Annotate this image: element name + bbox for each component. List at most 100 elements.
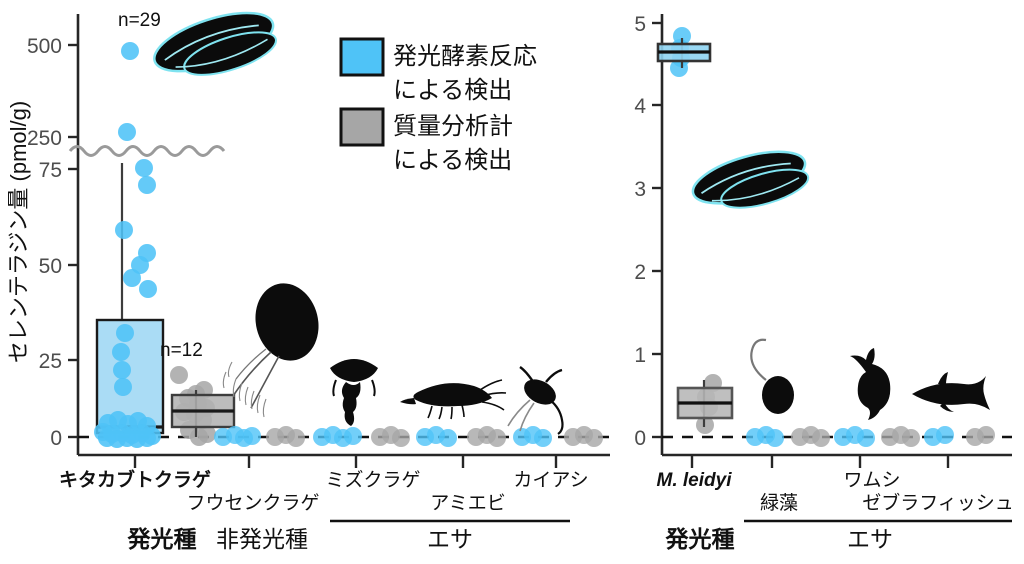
data-point [121, 42, 139, 60]
data-point [670, 59, 688, 77]
right-y-ticks: 5 4 3 2 1 0 [634, 13, 662, 450]
silhouette-mysid-shrimp [400, 379, 507, 420]
right-gray-box-mleidyi [676, 380, 734, 427]
zero-cluster-gray [564, 426, 603, 447]
silhouette-moon-jellyfish [330, 359, 378, 426]
data-point [439, 429, 457, 447]
silhouette-green-alga [750, 338, 794, 414]
data-point [902, 429, 920, 447]
data-point [198, 425, 216, 443]
data-point [170, 366, 188, 384]
x-label-wamushi: ワムシ [843, 470, 900, 491]
silhouette-comb-jelly-lobate [153, 11, 277, 76]
data-point [139, 280, 157, 298]
legend-label-gray-line1: 質量分析計 [393, 113, 513, 140]
data-point [114, 378, 132, 396]
tick-label-250: 250 [27, 127, 62, 150]
legend-label-blue-line1: 発光酵素反応 [393, 43, 537, 70]
data-point [138, 176, 156, 194]
x-label-amiebi: アミエビ [430, 492, 506, 514]
tick-label-75: 75 [39, 159, 62, 182]
tick-label-50: 50 [39, 255, 62, 278]
data-point [977, 426, 995, 444]
right-zero-clusters [746, 426, 995, 447]
zero-cluster-gray [966, 426, 995, 446]
group-label-esa: エサ [847, 526, 893, 552]
tick-label-1: 1 [634, 344, 646, 367]
x-label-ryokusou: 緑藻 [760, 492, 798, 514]
left-blue-points-kitakabuto [94, 42, 161, 448]
legend-swatch-blue[interactable] [339, 37, 385, 77]
silhouette-copepod [507, 366, 564, 435]
x-label-kaiashi: カイアシ [513, 470, 588, 491]
data-point [123, 269, 141, 287]
zero-cluster-gray [266, 426, 305, 447]
data-point [488, 429, 506, 447]
y-axis-title: セレンテラジン量 (pmol/g) [6, 101, 31, 363]
data-point [118, 123, 136, 141]
data-point [243, 427, 261, 445]
tick-label-25: 25 [39, 350, 62, 373]
zero-cluster-gray [371, 426, 410, 447]
data-point [585, 429, 603, 447]
silhouette-rotifer [850, 348, 891, 420]
tick-label-0: 0 [50, 427, 62, 450]
data-point [936, 426, 954, 444]
right-x-ticks [690, 455, 950, 468]
data-point [113, 361, 131, 379]
data-point [812, 429, 830, 447]
legend-swatch-gray[interactable] [339, 107, 385, 147]
tick-label-5: 5 [634, 13, 646, 36]
zero-cluster-gray [881, 426, 920, 447]
data-point [392, 429, 410, 447]
data-point [287, 429, 305, 447]
data-point [112, 343, 130, 361]
data-point [344, 427, 362, 445]
zero-cluster-gray [791, 426, 830, 447]
silhouette-comb-jelly-tentacles [222, 283, 319, 418]
left-panel: 500 250 75 50 25 0 [27, 10, 610, 552]
data-point [534, 429, 552, 447]
silhouette-comb-jelly-lobate [691, 150, 810, 209]
x-label-kitakabutokurage: キタカブトクラゲ [59, 468, 211, 491]
tick-label-0: 0 [634, 427, 646, 450]
data-point [135, 159, 153, 177]
data-point [131, 256, 149, 274]
zero-cluster-blue [513, 426, 552, 447]
zero-cluster-gray [467, 426, 506, 447]
zero-cluster-blue [214, 426, 261, 447]
data-point [116, 324, 134, 342]
legend-label-blue-line2: による検出 [393, 77, 512, 104]
x-label-fusenkurage: フウセンクラゲ [186, 492, 319, 514]
axis-break-wave [68, 145, 226, 157]
x-label-zebrafish: ゼブラフィッシュ [862, 491, 1014, 514]
n-count-fusen: n=12 [160, 340, 203, 361]
tick-label-4: 4 [634, 95, 646, 118]
zero-cluster-blue [313, 426, 362, 447]
data-point [766, 429, 784, 447]
n-count-kitakabuto: n=29 [118, 10, 161, 31]
left-blue-box-kitakabuto [95, 163, 165, 435]
group-label-hihakkoushu: 非発光種 [216, 526, 308, 552]
silhouette-zebrafish [912, 372, 990, 412]
legend: 発光酵素反応 による検出 質量分析計 による検出 [339, 37, 537, 174]
right-blue-box-mleidyi [656, 38, 712, 68]
left-gray-box-kitakabuto [170, 390, 236, 437]
left-zero-clusters [214, 426, 603, 447]
group-label-hakkoushu: 発光種 [127, 526, 197, 552]
tick-label-500: 500 [27, 35, 62, 58]
left-y-ticks: 500 250 75 50 25 0 [27, 35, 78, 450]
tick-label-3: 3 [634, 178, 646, 201]
left-x-ticks [133, 455, 558, 468]
data-point [138, 429, 156, 447]
group-label-esa: エサ [427, 526, 473, 552]
legend-label-gray-line2: による検出 [393, 147, 512, 174]
x-label-mizukurage: ミズクラゲ [325, 469, 420, 491]
group-label-hakkoushu: 発光種 [665, 526, 735, 552]
tick-label-2: 2 [634, 261, 646, 284]
zero-cluster-blue [924, 426, 954, 446]
zero-cluster-blue [746, 426, 784, 447]
right-panel: 5 4 3 2 1 0 [634, 13, 1014, 552]
